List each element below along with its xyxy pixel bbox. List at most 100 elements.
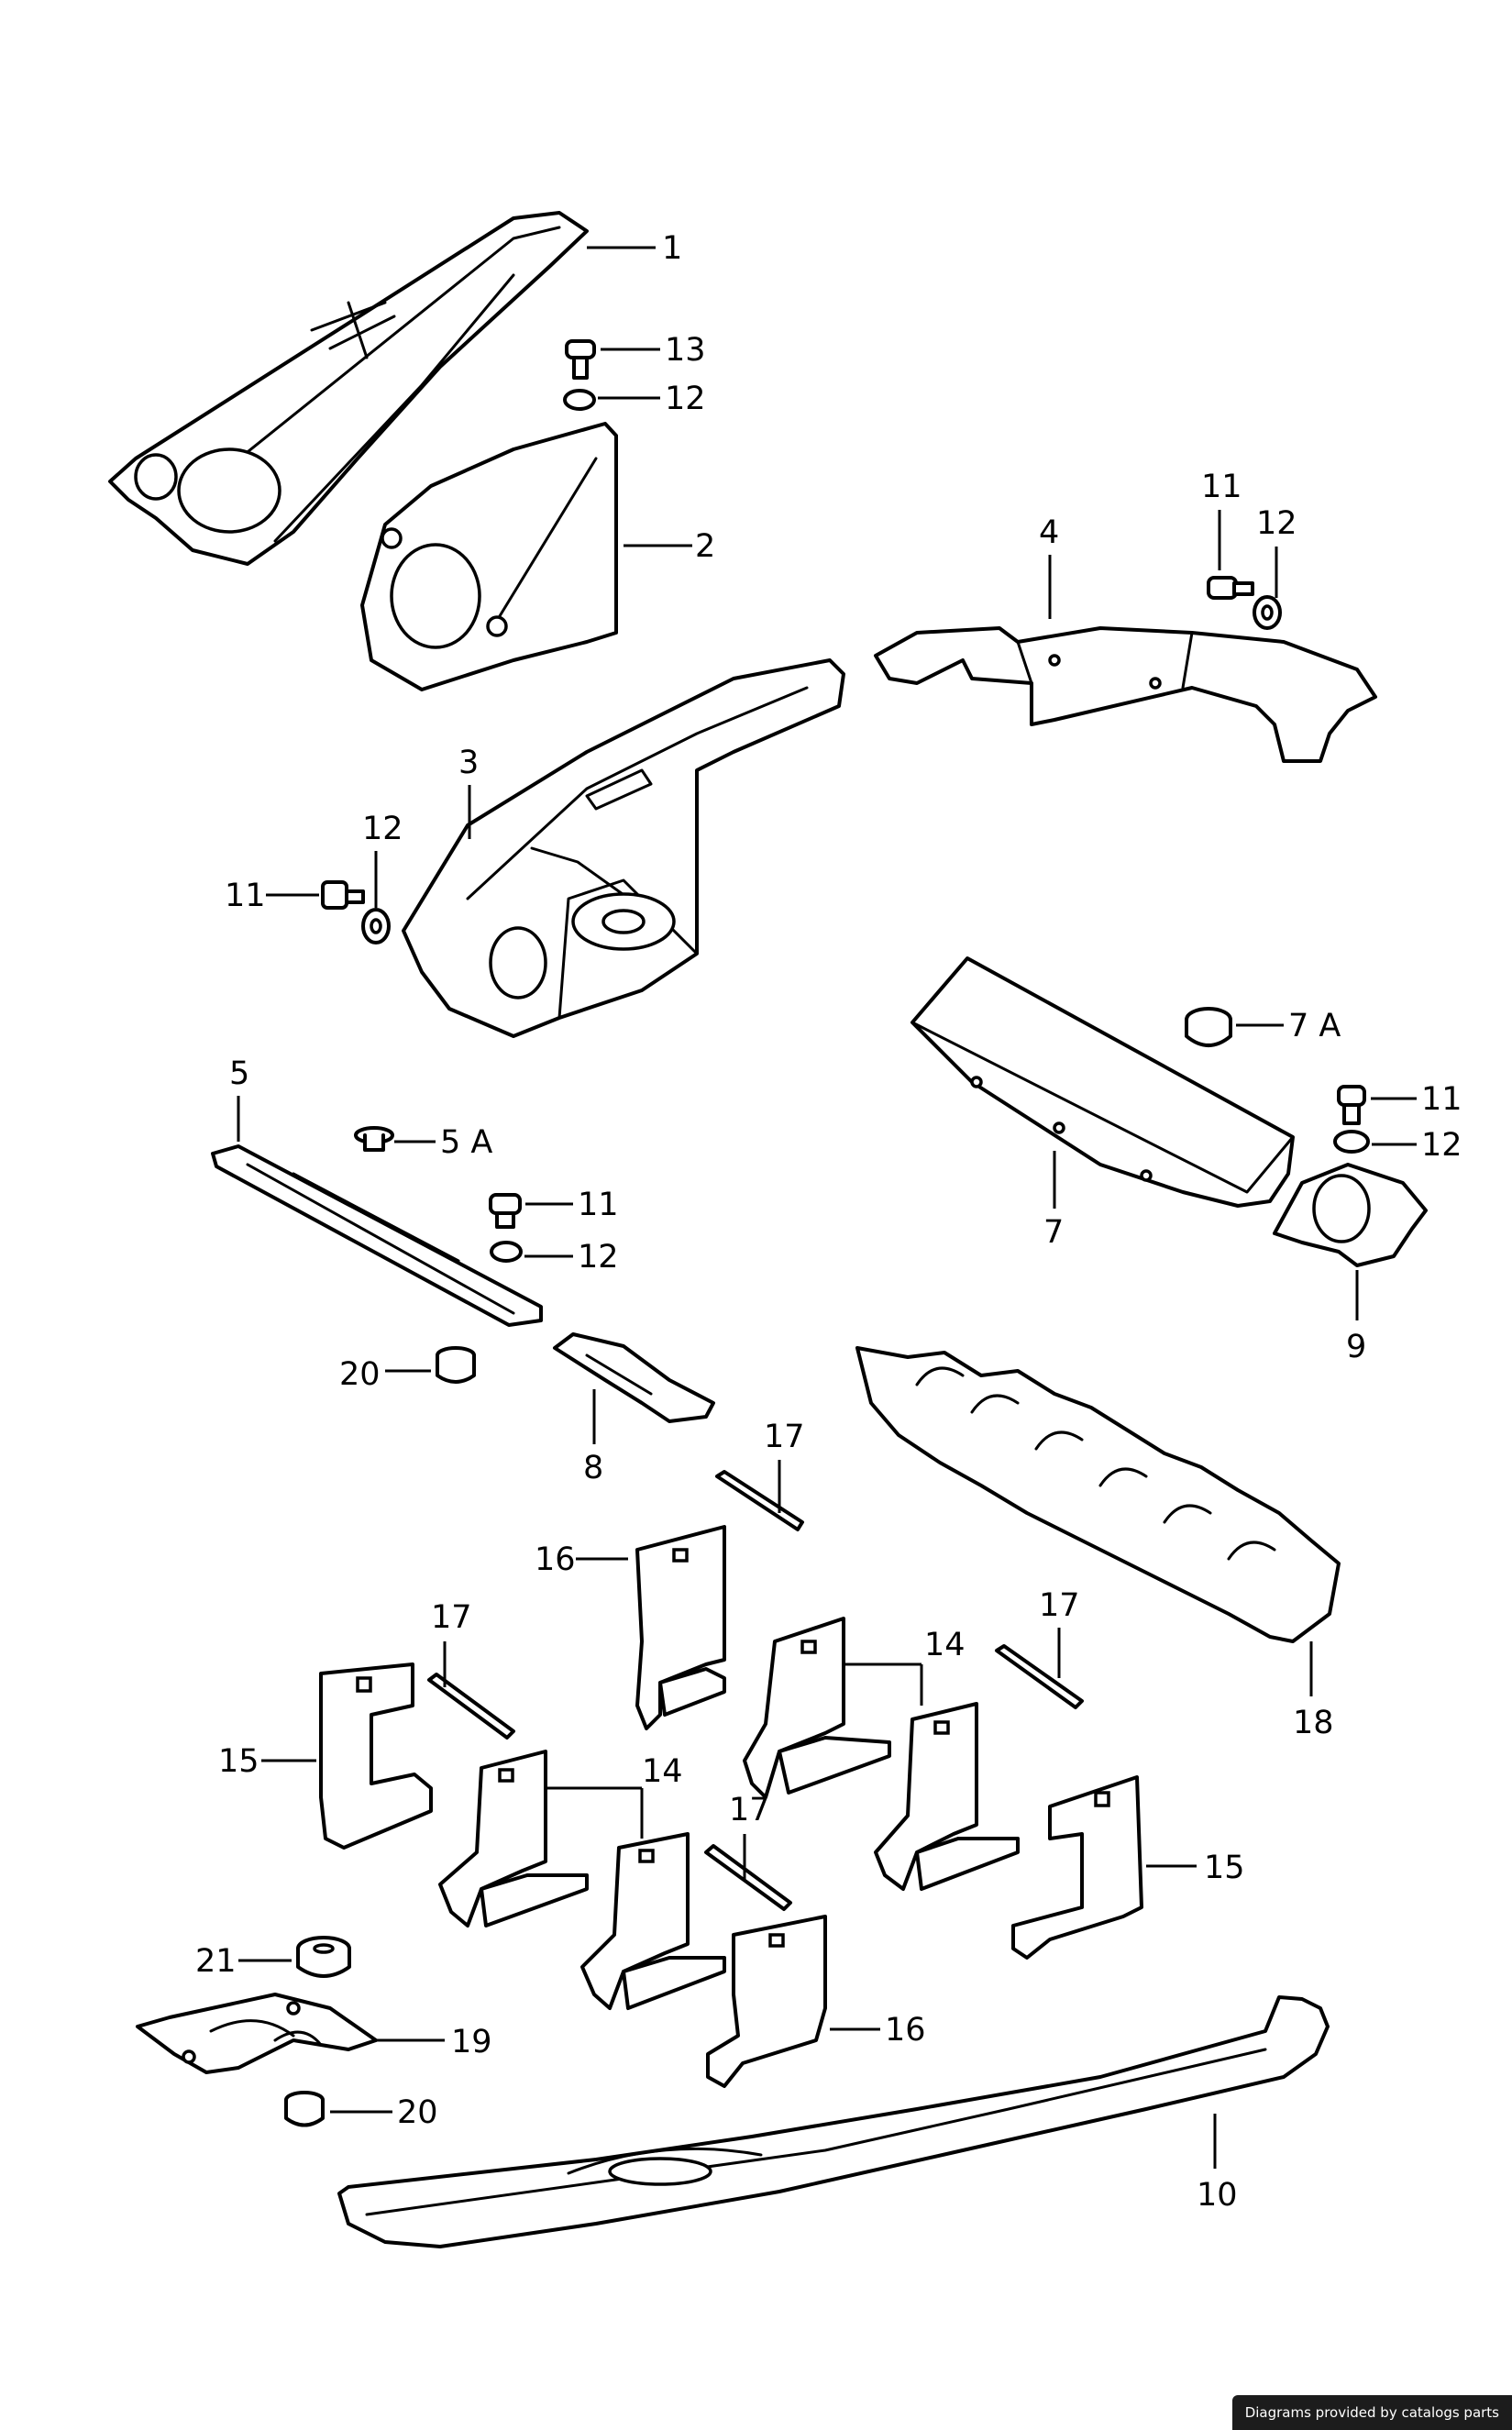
callout-9: 9: [1346, 1270, 1366, 1365]
svg-text:16: 16: [885, 2012, 926, 2049]
svg-text:8: 8: [583, 1450, 603, 1486]
svg-text:17: 17: [1039, 1587, 1080, 1624]
svg-text:11: 11: [578, 1187, 619, 1223]
svg-text:4: 4: [1039, 514, 1059, 551]
callout-1: 1: [587, 230, 682, 267]
callout-12-d: 12: [1372, 1127, 1462, 1164]
callout-16-a: 16: [535, 1541, 628, 1578]
svg-text:12: 12: [1421, 1127, 1462, 1164]
svg-text:17: 17: [729, 1792, 770, 1828]
part-12-washer-e: [490, 1241, 523, 1263]
part-17-clip-a: [715, 1470, 804, 1531]
callout-7: 7: [1043, 1151, 1064, 1251]
part-21-rubber-mount: [296, 1936, 351, 1978]
svg-text:11: 11: [1201, 469, 1242, 505]
callout-13: 13: [601, 332, 706, 369]
callout-12-e: 12: [524, 1239, 619, 1276]
callout-12-b: 12: [1256, 505, 1297, 598]
svg-text:10: 10: [1197, 2177, 1238, 2214]
part-12-washer-c: [361, 908, 391, 944]
callout-16-b: 16: [830, 2012, 926, 2049]
part-14-plate-upper-right-b: [874, 1702, 1020, 1891]
callout-14-b: 14: [546, 1753, 683, 1839]
svg-text:3: 3: [458, 745, 479, 781]
part-15-plate-right: [1011, 1775, 1143, 1960]
part-14-plate-upper-right-a: [743, 1617, 891, 1799]
part-12-washer-d: [1333, 1130, 1370, 1154]
svg-text:20: 20: [339, 1356, 381, 1393]
part-4-rear-shroud: [874, 626, 1377, 763]
callout-14-a: 14: [844, 1627, 966, 1706]
callout-5: 5: [229, 1055, 249, 1142]
svg-text:12: 12: [665, 381, 706, 417]
svg-text:14: 14: [642, 1753, 683, 1790]
callout-19: 19: [376, 2024, 492, 2060]
callout-15-a: 15: [218, 1743, 316, 1780]
svg-text:18: 18: [1293, 1705, 1334, 1741]
part-19-bracket-plate: [136, 1993, 378, 2074]
svg-text:16: 16: [535, 1541, 576, 1578]
svg-text:5: 5: [229, 1055, 249, 1092]
part-20-rubber-lower: [284, 2091, 325, 2127]
part-13-bolt: [565, 339, 596, 380]
svg-text:19: 19: [451, 2024, 492, 2060]
svg-text:12: 12: [1256, 505, 1297, 542]
svg-text:11: 11: [1421, 1081, 1462, 1118]
svg-text:21: 21: [195, 1943, 237, 1980]
part-5a-plug: [354, 1126, 394, 1152]
part-20-rubber-upper: [436, 1346, 476, 1384]
part-1-shroud-upper: [108, 211, 589, 566]
callout-17-d: 17: [729, 1792, 770, 1880]
callout-11-c: 11: [1371, 1081, 1462, 1118]
svg-text:17: 17: [431, 1599, 472, 1636]
callout-12-a: 12: [598, 381, 706, 417]
part-7-air-channel: [911, 956, 1295, 1208]
part-17-clip-c: [995, 1644, 1084, 1709]
svg-text:13: 13: [665, 332, 706, 369]
part-17-clip-d: [704, 1844, 792, 1911]
callout-7a: 7 A: [1236, 1008, 1341, 1044]
svg-text:12: 12: [578, 1239, 619, 1276]
part-15-plate-left: [319, 1662, 433, 1850]
part-8-deflector: [553, 1332, 715, 1423]
callout-3: 3: [458, 745, 479, 839]
part-2-cover: [360, 422, 618, 691]
svg-text:20: 20: [397, 2094, 438, 2131]
callout-15-b: 15: [1146, 1850, 1245, 1886]
svg-text:9: 9: [1346, 1329, 1366, 1365]
credit-footer: Diagrams provided by catalogs parts: [1231, 2395, 1512, 2430]
callout-18: 18: [1293, 1641, 1334, 1741]
callout-17-c: 17: [1039, 1587, 1080, 1678]
svg-text:15: 15: [218, 1743, 259, 1780]
callout-12-c: 12: [362, 811, 403, 908]
callout-11-d: 11: [525, 1187, 619, 1223]
part-11-bolt-a: [1207, 576, 1254, 600]
part-16-plate-upper: [635, 1525, 726, 1730]
svg-text:12: 12: [362, 811, 403, 847]
callout-4: 4: [1039, 514, 1059, 619]
part-11-bolt-b: [321, 880, 365, 910]
svg-text:5 A: 5 A: [440, 1124, 492, 1161]
callout-21: 21: [195, 1943, 292, 1980]
part-11-bolt-d: [489, 1193, 522, 1229]
part-5-rail: [211, 1144, 543, 1327]
part-17-clip-b: [427, 1673, 515, 1740]
svg-text:7: 7: [1043, 1214, 1064, 1251]
svg-text:11: 11: [225, 878, 266, 914]
svg-text:15: 15: [1204, 1850, 1245, 1886]
svg-text:2: 2: [695, 528, 715, 565]
svg-text:14: 14: [924, 1627, 966, 1663]
callout-2: 2: [624, 528, 715, 565]
callout-11-b: 11: [225, 878, 319, 914]
svg-text:17: 17: [764, 1419, 805, 1455]
callout-11-a: 11: [1201, 469, 1242, 570]
callout-10: 10: [1197, 2114, 1238, 2214]
part-11-bolt-c: [1337, 1085, 1366, 1125]
part-10-lower-shroud: [337, 1995, 1330, 2248]
part-12-washer-top: [563, 389, 596, 411]
part-3-fan-housing: [402, 658, 845, 1038]
part-18-corrugated-baffle: [855, 1346, 1341, 1643]
callout-5a: 5 A: [394, 1124, 492, 1161]
callout-8: 8: [583, 1389, 603, 1486]
